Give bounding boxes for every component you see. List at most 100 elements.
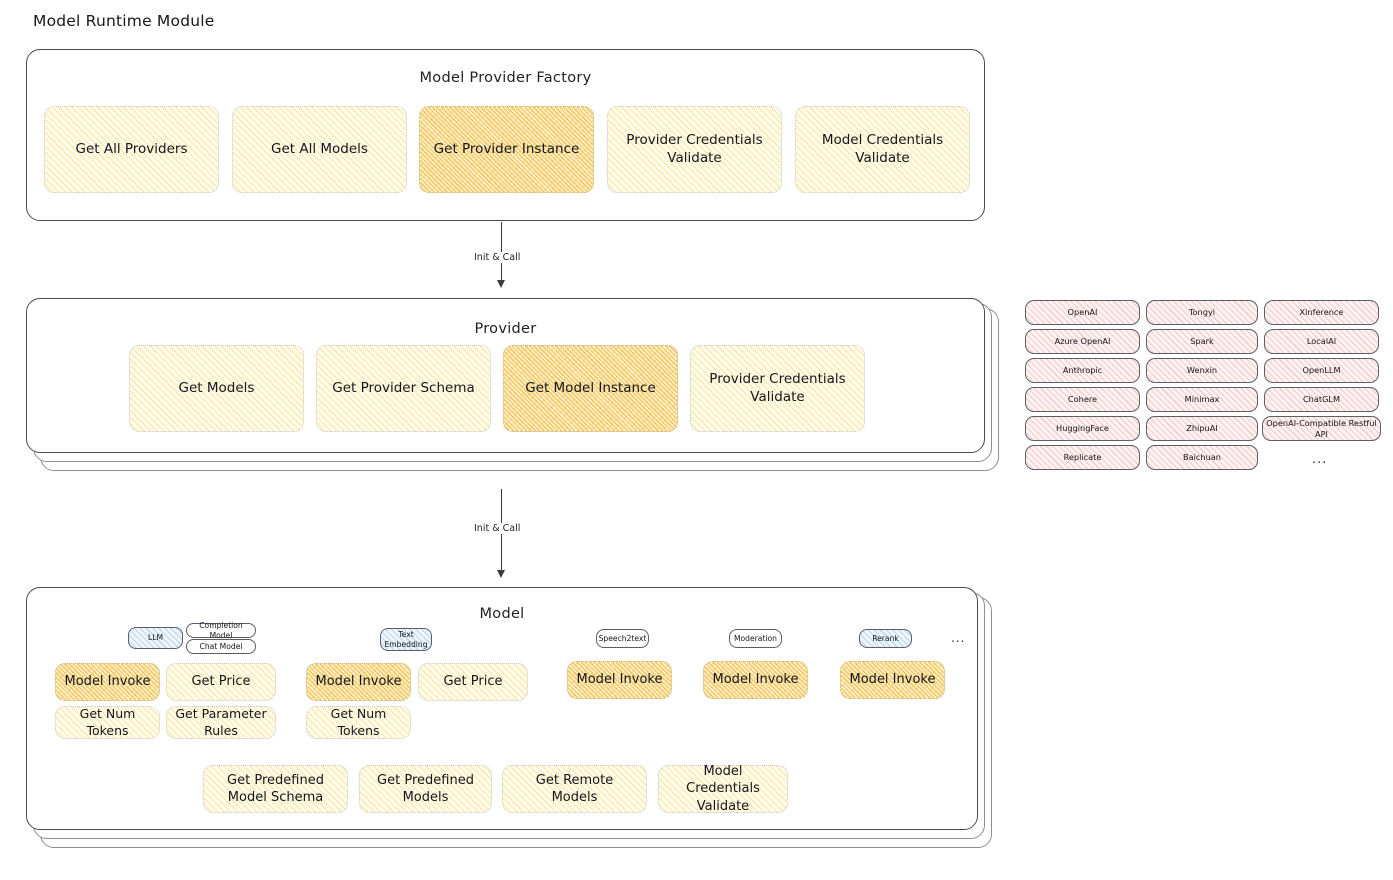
badge-label: Chat Model [199, 641, 243, 651]
chip-label: Xinference [1299, 307, 1344, 318]
provider-node-provider-credentials-validate[interactable]: Provider Credentials Validate [690, 345, 865, 432]
factory-node-provider-credentials-validate[interactable]: Provider Credentials Validate [607, 106, 782, 193]
chip-label: HuggingFace [1056, 423, 1109, 434]
model-common-action-get-predefined-model-schema[interactable]: Get Predefined Model Schema [203, 765, 348, 813]
provider-chip-huggingface[interactable]: HuggingFace [1025, 416, 1140, 441]
provider-chip-cohere[interactable]: Cohere [1025, 387, 1140, 412]
provider-node-get-provider-schema[interactable]: Get Provider Schema [316, 345, 491, 432]
provider-chip-openai-compatible-restful-api[interactable]: OpenAI-Compatible Restful API [1262, 416, 1381, 441]
provider-chip-spark[interactable]: Spark [1146, 329, 1258, 354]
llm-action-get-parameter-rules[interactable]: Get Parameter Rules [166, 706, 276, 739]
chip-label: Azure OpenAI [1054, 336, 1111, 347]
node-label: Model Invoke [315, 674, 402, 690]
node-label: Get Provider Instance [433, 140, 580, 157]
chip-label: Tongyi [1188, 307, 1216, 318]
node-label: Get Provider Schema [332, 379, 475, 396]
rerank-action-model-invoke[interactable]: Model Invoke [840, 661, 945, 699]
llm-action-get-price[interactable]: Get Price [166, 663, 276, 701]
node-label: Provider Credentials Validate [709, 370, 846, 405]
chip-label: ChatGLM [1302, 394, 1341, 405]
badge-label: Text Embedding [384, 630, 428, 649]
provider-chip-wenxin[interactable]: Wenxin [1146, 358, 1258, 383]
page-title: Model Runtime Module [33, 12, 215, 30]
provider-chip-tongyi[interactable]: Tongyi [1146, 300, 1258, 325]
text-embedding-action-model-invoke[interactable]: Model Invoke [306, 663, 411, 701]
provider-chip-zhipuai[interactable]: ZhipuAI [1146, 416, 1258, 441]
model-common-action-get-predefined-models[interactable]: Get Predefined Models [359, 765, 492, 813]
badge-label: Completion Model [199, 621, 243, 640]
model-common-action-get-remote-models[interactable]: Get Remote Models [502, 765, 647, 813]
text-embedding-action-get-num-tokens[interactable]: Get Num Tokens [306, 706, 411, 739]
node-label: Get All Providers [75, 140, 188, 157]
node-label: Get Price [191, 674, 251, 690]
model-common-action-model-credentials-validate[interactable]: Model Credentials Validate [658, 764, 788, 814]
model-type-badge-speech2text[interactable]: Speech2text [596, 629, 649, 648]
node-label: Model Invoke [64, 674, 151, 690]
provider-chip-xinference[interactable]: Xinference [1264, 300, 1379, 325]
arrow-factory-to-provider-head [497, 280, 505, 288]
provider-chip-chatglm[interactable]: ChatGLM [1264, 387, 1379, 412]
node-label: Get Models [178, 379, 255, 396]
chip-label: OpenAI-Compatible Restful API [1266, 418, 1377, 439]
factory-node-get-all-providers[interactable]: Get All Providers [44, 106, 219, 193]
badge-label: Speech2text [598, 633, 647, 643]
node-label: Get Parameter Rules [175, 706, 267, 738]
node-label: Get Predefined Model Schema [227, 772, 324, 805]
node-label: Model Invoke [576, 672, 663, 688]
chip-label: Replicate [1063, 452, 1102, 463]
factory-node-get-all-models[interactable]: Get All Models [232, 106, 407, 193]
model-provider-factory-title: Model Provider Factory [419, 70, 592, 86]
provider-title: Provider [474, 321, 537, 337]
arrow-provider-to-model-head [497, 570, 505, 578]
chip-label: Minimax [1184, 394, 1220, 405]
node-label: Model Invoke [849, 672, 936, 688]
arrow-label-init-and-call-2: Init & Call [470, 523, 525, 534]
badge-label: Moderation [733, 633, 777, 643]
model-type-badge-llm[interactable]: LLM [128, 627, 183, 649]
chip-label: LocalAI [1306, 336, 1337, 347]
provider-list-ellipsis: ... [1312, 452, 1328, 467]
node-label: Get Num Tokens [79, 706, 136, 738]
model-title: Model [479, 606, 525, 622]
chip-label: OpenLLM [1302, 365, 1341, 376]
node-label: Model Credentials Validate [821, 131, 944, 166]
llm-action-model-invoke[interactable]: Model Invoke [55, 663, 160, 701]
model-type-badge-text-embedding[interactable]: Text Embedding [380, 628, 432, 651]
chip-label: ZhipuAI [1186, 423, 1218, 434]
model-subtype-badge-chat-model[interactable]: Chat Model [186, 639, 256, 654]
factory-node-model-credentials-validate[interactable]: Model Credentials Validate [795, 106, 970, 193]
provider-chip-openai[interactable]: OpenAI [1025, 300, 1140, 325]
provider-chip-azure-openai[interactable]: Azure OpenAI [1025, 329, 1140, 354]
arrow-label-init-and-call-1: Init & Call [470, 252, 525, 263]
provider-node-get-models[interactable]: Get Models [129, 345, 304, 432]
badge-label: LLM [147, 633, 163, 643]
node-label: Model Invoke [712, 672, 799, 688]
provider-chip-minimax[interactable]: Minimax [1146, 387, 1258, 412]
text-embedding-action-get-price[interactable]: Get Price [418, 663, 528, 701]
chip-label: OpenAI [1067, 307, 1098, 318]
chip-label: Baichuan [1183, 452, 1221, 463]
node-label: Get All Models [271, 140, 368, 157]
chip-label: Cohere [1067, 394, 1098, 405]
provider-chip-openllm[interactable]: OpenLLM [1264, 358, 1379, 383]
provider-chip-baichuan[interactable]: Baichuan [1146, 445, 1258, 470]
node-label: Provider Credentials Validate [626, 131, 763, 166]
node-label: Get Num Tokens [330, 706, 387, 738]
provider-chip-anthropic[interactable]: Anthropic [1025, 358, 1140, 383]
moderation-action-model-invoke[interactable]: Model Invoke [703, 661, 808, 699]
model-type-badge-moderation[interactable]: Moderation [729, 629, 782, 648]
provider-node-get-model-instance[interactable]: Get Model Instance [503, 345, 678, 432]
provider-chip-localai[interactable]: LocalAI [1264, 329, 1379, 354]
provider-chip-replicate[interactable]: Replicate [1025, 445, 1140, 470]
llm-action-get-num-tokens[interactable]: Get Num Tokens [55, 706, 160, 739]
chip-label: Anthropic [1062, 365, 1103, 376]
model-subtype-badge-completion-model[interactable]: Completion Model [186, 621, 256, 640]
badge-label: Rerank [872, 633, 899, 643]
chip-label: Spark [1190, 336, 1214, 347]
model-types-ellipsis: ... [951, 631, 966, 645]
node-label: Model Credentials Validate [686, 764, 760, 814]
speech2text-action-model-invoke[interactable]: Model Invoke [567, 661, 672, 699]
factory-node-get-provider-instance[interactable]: Get Provider Instance [419, 106, 594, 193]
model-type-badge-rerank[interactable]: Rerank [859, 629, 912, 648]
